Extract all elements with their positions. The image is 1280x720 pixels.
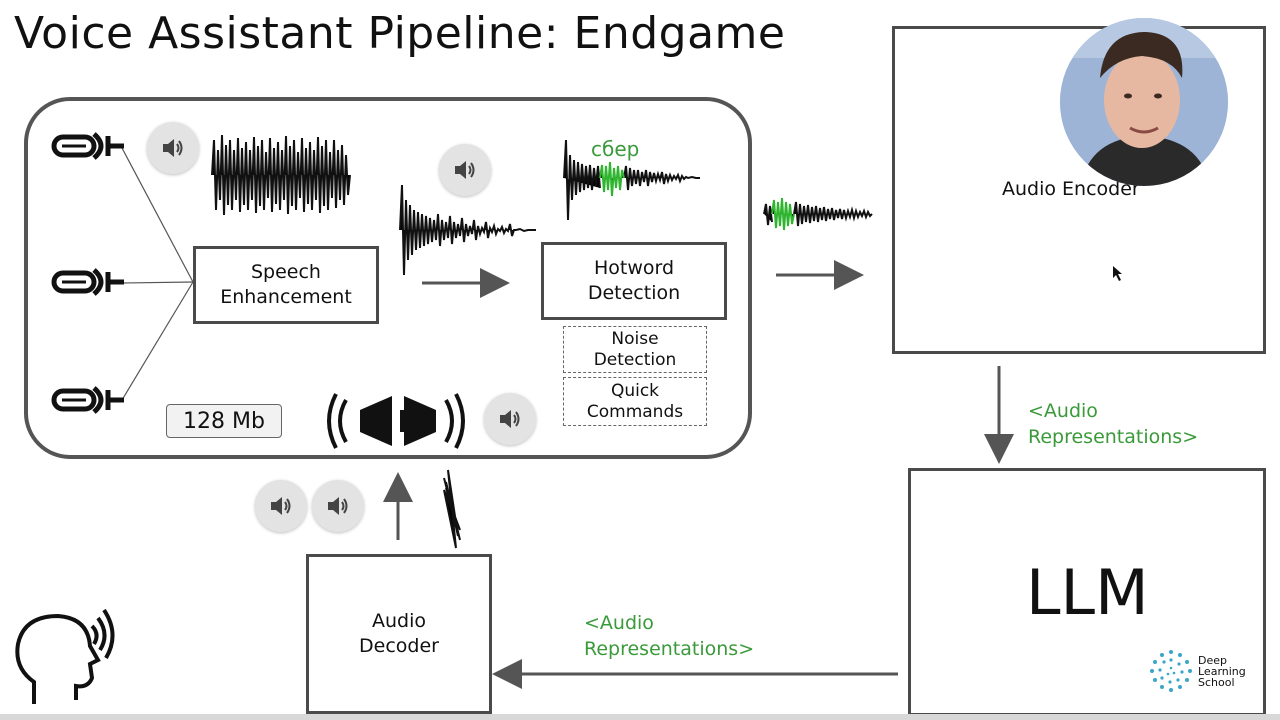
audio-representations-line2: Representations>	[1028, 426, 1199, 448]
speaker-icon	[163, 139, 183, 157]
audio-decoder-line2: Decoder	[359, 635, 439, 657]
presenter-avatar	[1060, 18, 1228, 186]
deep-learning-school-logo: Deep Learning School	[1148, 648, 1258, 698]
llm-box	[908, 468, 1266, 716]
audio-representations-line2: Representations>	[584, 638, 755, 660]
play-audio-button[interactable]	[255, 480, 307, 532]
bottom-strip	[0, 714, 1280, 720]
audio-encoder-label: Audio Encoder	[1002, 178, 1140, 200]
waveform-icon	[563, 139, 700, 221]
hotword-label: сбер	[591, 137, 640, 161]
noise-detection-line2: Detection	[593, 349, 677, 370]
hotword-detection-box: Hotword Detection	[541, 242, 727, 320]
page-title: Voice Assistant Pipeline: Endgame	[14, 8, 786, 59]
microphone-icon	[51, 132, 124, 160]
audio-representations-line1: <Audio	[584, 612, 654, 634]
memory-badge: 128 Mb	[166, 404, 282, 438]
speaker-icon	[500, 410, 520, 428]
presenter-avatar-image	[1060, 18, 1228, 186]
play-audio-button[interactable]	[147, 122, 199, 174]
waveform-icon	[763, 201, 873, 227]
logo-icon	[1150, 650, 1192, 692]
quick-commands-line2: Commands	[586, 401, 684, 422]
quick-commands-box: Quick Commands	[563, 377, 707, 426]
waveform-icon	[443, 469, 461, 549]
mouse-cursor-icon	[1113, 266, 1122, 281]
speaker-icon	[455, 161, 475, 179]
play-audio-button[interactable]	[484, 393, 536, 445]
speaker-icon	[271, 497, 291, 515]
quick-commands-line1: Quick	[610, 380, 660, 401]
speaker-icon	[327, 393, 465, 449]
speech-enhancement-line2: Enhancement	[220, 286, 352, 308]
waveform-icon	[211, 134, 351, 216]
play-audio-button[interactable]	[439, 144, 491, 196]
audio-decoder-box: Audio Decoder	[306, 554, 492, 714]
logo-line1: Deep	[1198, 654, 1227, 667]
talking-head-icon	[15, 608, 115, 704]
mic-connections	[121, 147, 194, 401]
play-audio-button[interactable]	[312, 480, 364, 532]
audio-representations-label-top: <Audio Representations>	[1028, 398, 1198, 450]
logo-line3: School	[1198, 676, 1235, 689]
hotword-detection-line1: Hotword	[593, 257, 675, 279]
waveform-icon	[399, 184, 536, 276]
speech-enhancement-line1: Speech	[250, 261, 321, 283]
audio-representations-label-bottom: <Audio Representations>	[584, 610, 754, 662]
logo-line2: Learning	[1198, 665, 1246, 678]
logo-text: Deep Learning School	[1198, 655, 1246, 688]
speaker-icon	[328, 497, 348, 515]
llm-label: LLM	[1026, 556, 1149, 629]
microphone-icon	[51, 268, 124, 296]
speech-enhancement-box: Speech Enhancement	[193, 246, 379, 324]
audio-decoder-line1: Audio	[371, 610, 426, 632]
audio-representations-line1: <Audio	[1028, 400, 1098, 422]
noise-detection-box: Noise Detection	[563, 326, 707, 373]
noise-detection-line1: Noise	[611, 328, 659, 349]
microphone-icon	[51, 386, 124, 414]
hotword-detection-line2: Detection	[587, 282, 681, 304]
